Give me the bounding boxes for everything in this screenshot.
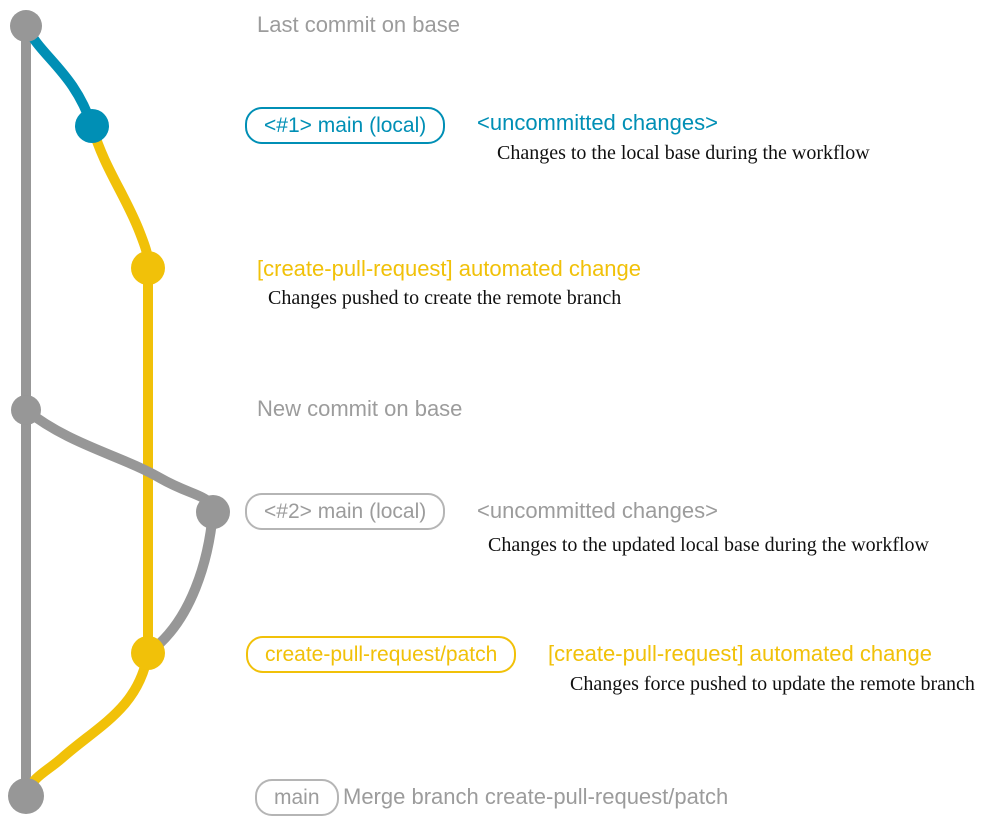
commit-dot-local-2 xyxy=(196,495,230,529)
label-automated-change-2: [create-pull-request] automated change xyxy=(548,641,933,666)
caption-local-base-changes-1: Changes to the local base during the wor… xyxy=(497,142,870,164)
label-automated-change-1: [create-pull-request] automated change xyxy=(257,256,642,281)
badge-main-local-1: <#1> main (local) xyxy=(245,107,446,144)
patch-merge-into-main-line xyxy=(22,648,153,797)
commit-dot-merge xyxy=(8,778,44,814)
commit-dot-local-1 xyxy=(75,109,109,143)
label-merge-branch: Merge branch create-pull-request/patch xyxy=(343,784,729,809)
commit-graph xyxy=(8,10,230,814)
label-new-commit-on-base: New commit on base xyxy=(257,396,463,421)
badge-main: main xyxy=(255,779,339,816)
patch-branch-line xyxy=(87,121,153,658)
caption-local-base-changes-2: Changes to the updated local base during… xyxy=(488,534,929,556)
badge-patch-branch: create-pull-request/patch xyxy=(246,636,517,673)
local-main-update-line xyxy=(21,405,218,517)
caption-force-push-update: Changes force pushed to update the remot… xyxy=(570,673,975,695)
commit-dot-remote-2 xyxy=(131,636,165,670)
note-uncommitted-changes-2: <uncommitted changes> xyxy=(477,498,718,523)
caption-push-create-remote: Changes pushed to create the remote bran… xyxy=(268,287,622,309)
label-last-commit-on-base: Last commit on base xyxy=(257,12,460,37)
commit-dot-remote-1 xyxy=(131,251,165,285)
commit-dot-base-2 xyxy=(11,395,41,425)
local-main-into-patch-line xyxy=(143,507,218,658)
badge-main-local-2: <#2> main (local) xyxy=(245,493,446,530)
local-main-branch-line xyxy=(21,21,97,131)
commit-dot-base-1 xyxy=(10,10,42,42)
note-uncommitted-changes-1: <uncommitted changes> xyxy=(477,110,718,135)
